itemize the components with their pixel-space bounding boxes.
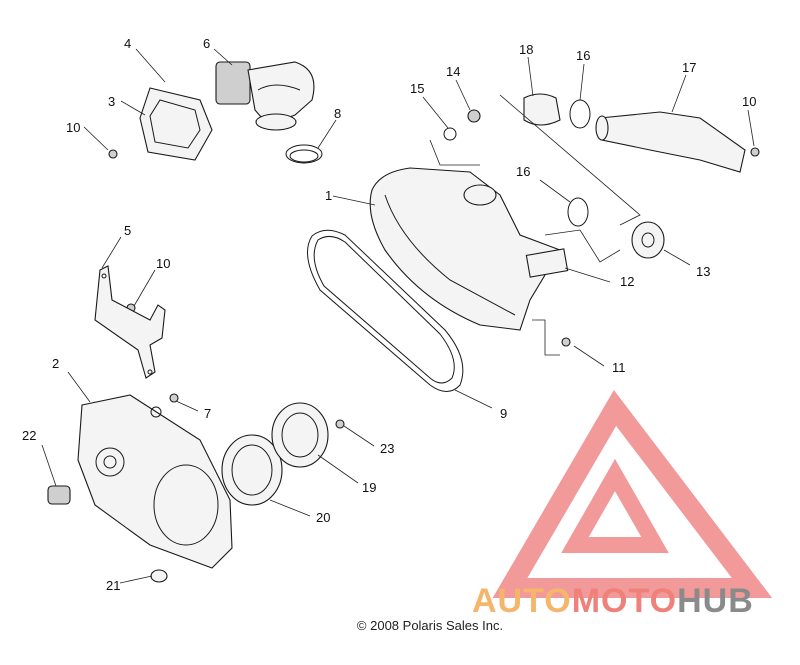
part-14-plug (467, 109, 481, 123)
callout-10: 10 (156, 256, 170, 271)
callout-4: 4 (124, 36, 131, 51)
callout-5: 5 (124, 223, 131, 238)
callout-16: 16 (516, 164, 530, 179)
part-6-intake-duct (215, 61, 315, 131)
callout-14: 14 (446, 64, 460, 79)
watermark-word-auto: AUTO (472, 582, 572, 620)
callout-3: 3 (108, 94, 115, 109)
part-2-inner-cover (77, 394, 233, 569)
callout-18: 18 (519, 42, 533, 57)
callout-10: 10 (742, 94, 756, 109)
callout-7: 7 (204, 406, 211, 421)
part-21-plug (150, 569, 168, 583)
callout-23: 23 (380, 441, 394, 456)
callout-21: 21 (106, 578, 120, 593)
watermark-word-hub: HUB (677, 582, 754, 620)
part-19-plate (271, 402, 329, 468)
callout-19: 19 (362, 480, 376, 495)
leader-lines (41, 48, 755, 584)
watermark-wordmark: AUTOMOTOHUB (472, 582, 754, 621)
callout-9: 9 (500, 406, 507, 421)
callout-labels: 1 2 3 4 5 6 7 8 9 10 10 10 11 12 13 14 1… (22, 36, 756, 593)
copyright-text: © 2008 Polaris Sales Inc. (356, 618, 504, 633)
callout-2: 2 (52, 356, 59, 371)
callout-8: 8 (334, 106, 341, 121)
part-20-seal (221, 434, 283, 506)
part-11-screw (561, 337, 571, 347)
watermark-word-moto: MOTO (571, 582, 678, 620)
part-23-screw (335, 419, 345, 429)
callout-17: 17 (682, 60, 696, 75)
callout-22: 22 (22, 428, 36, 443)
part-15-washer (443, 127, 457, 141)
callout-12: 12 (620, 274, 634, 289)
callout-20: 20 (316, 510, 330, 525)
part-1-clutch-cover (369, 167, 561, 331)
callout-11: 11 (612, 360, 626, 375)
watermark-logo (492, 390, 773, 598)
part-22-bushing (47, 485, 71, 505)
part-17-outlet-duct (595, 111, 746, 173)
part-18-coupler (523, 93, 561, 126)
part-3-filter-frame (139, 87, 213, 161)
callout-15: 15 (410, 81, 424, 96)
callout-1: 1 (325, 188, 332, 203)
part-12-label (525, 248, 569, 278)
callout-13: 13 (696, 264, 710, 279)
callout-16: 16 (576, 48, 590, 63)
part-5-bracket (94, 265, 166, 379)
part-13-disc (631, 221, 665, 259)
callout-6: 6 (203, 36, 210, 51)
callout-10: 10 (66, 120, 80, 135)
part-8-clamp (285, 144, 323, 164)
part-7-screw (150, 393, 179, 418)
part-9-drive-belt (307, 229, 464, 392)
